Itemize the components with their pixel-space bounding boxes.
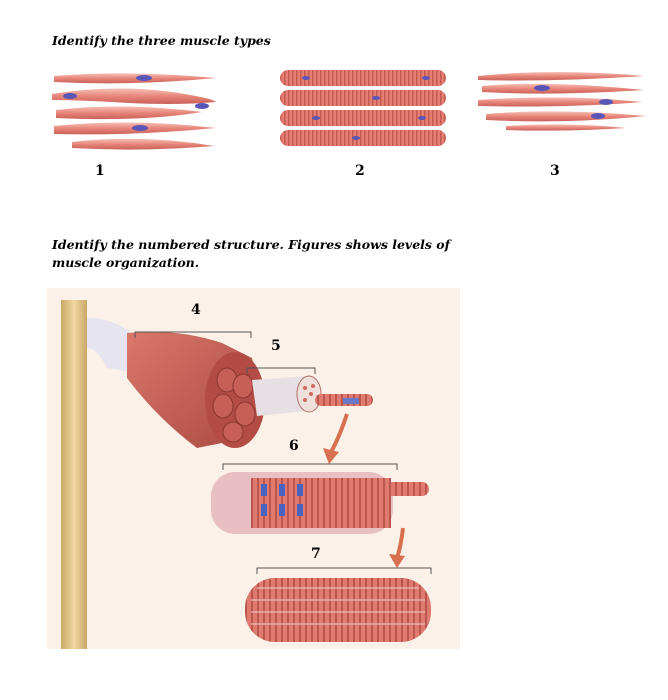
question-numbered-structure: Identify the numbered structure. Figures… xyxy=(52,237,450,270)
figure-label-4: 4 xyxy=(191,302,201,318)
muscle-image-1 xyxy=(52,73,216,150)
label-1: 1 xyxy=(95,163,105,179)
figure-label-5: 5 xyxy=(271,338,281,354)
figure-label-7: 7 xyxy=(311,546,321,562)
muscle-image-3 xyxy=(478,72,646,131)
figure-label-6: 6 xyxy=(289,438,299,454)
muscle-image-2 xyxy=(280,70,446,146)
label-2: 2 xyxy=(355,163,365,179)
question-muscle-types: Identify the three muscle types xyxy=(52,33,271,48)
label-3: 3 xyxy=(550,163,560,179)
muscle-organization-figure: 4 5 6 7 xyxy=(47,288,460,649)
